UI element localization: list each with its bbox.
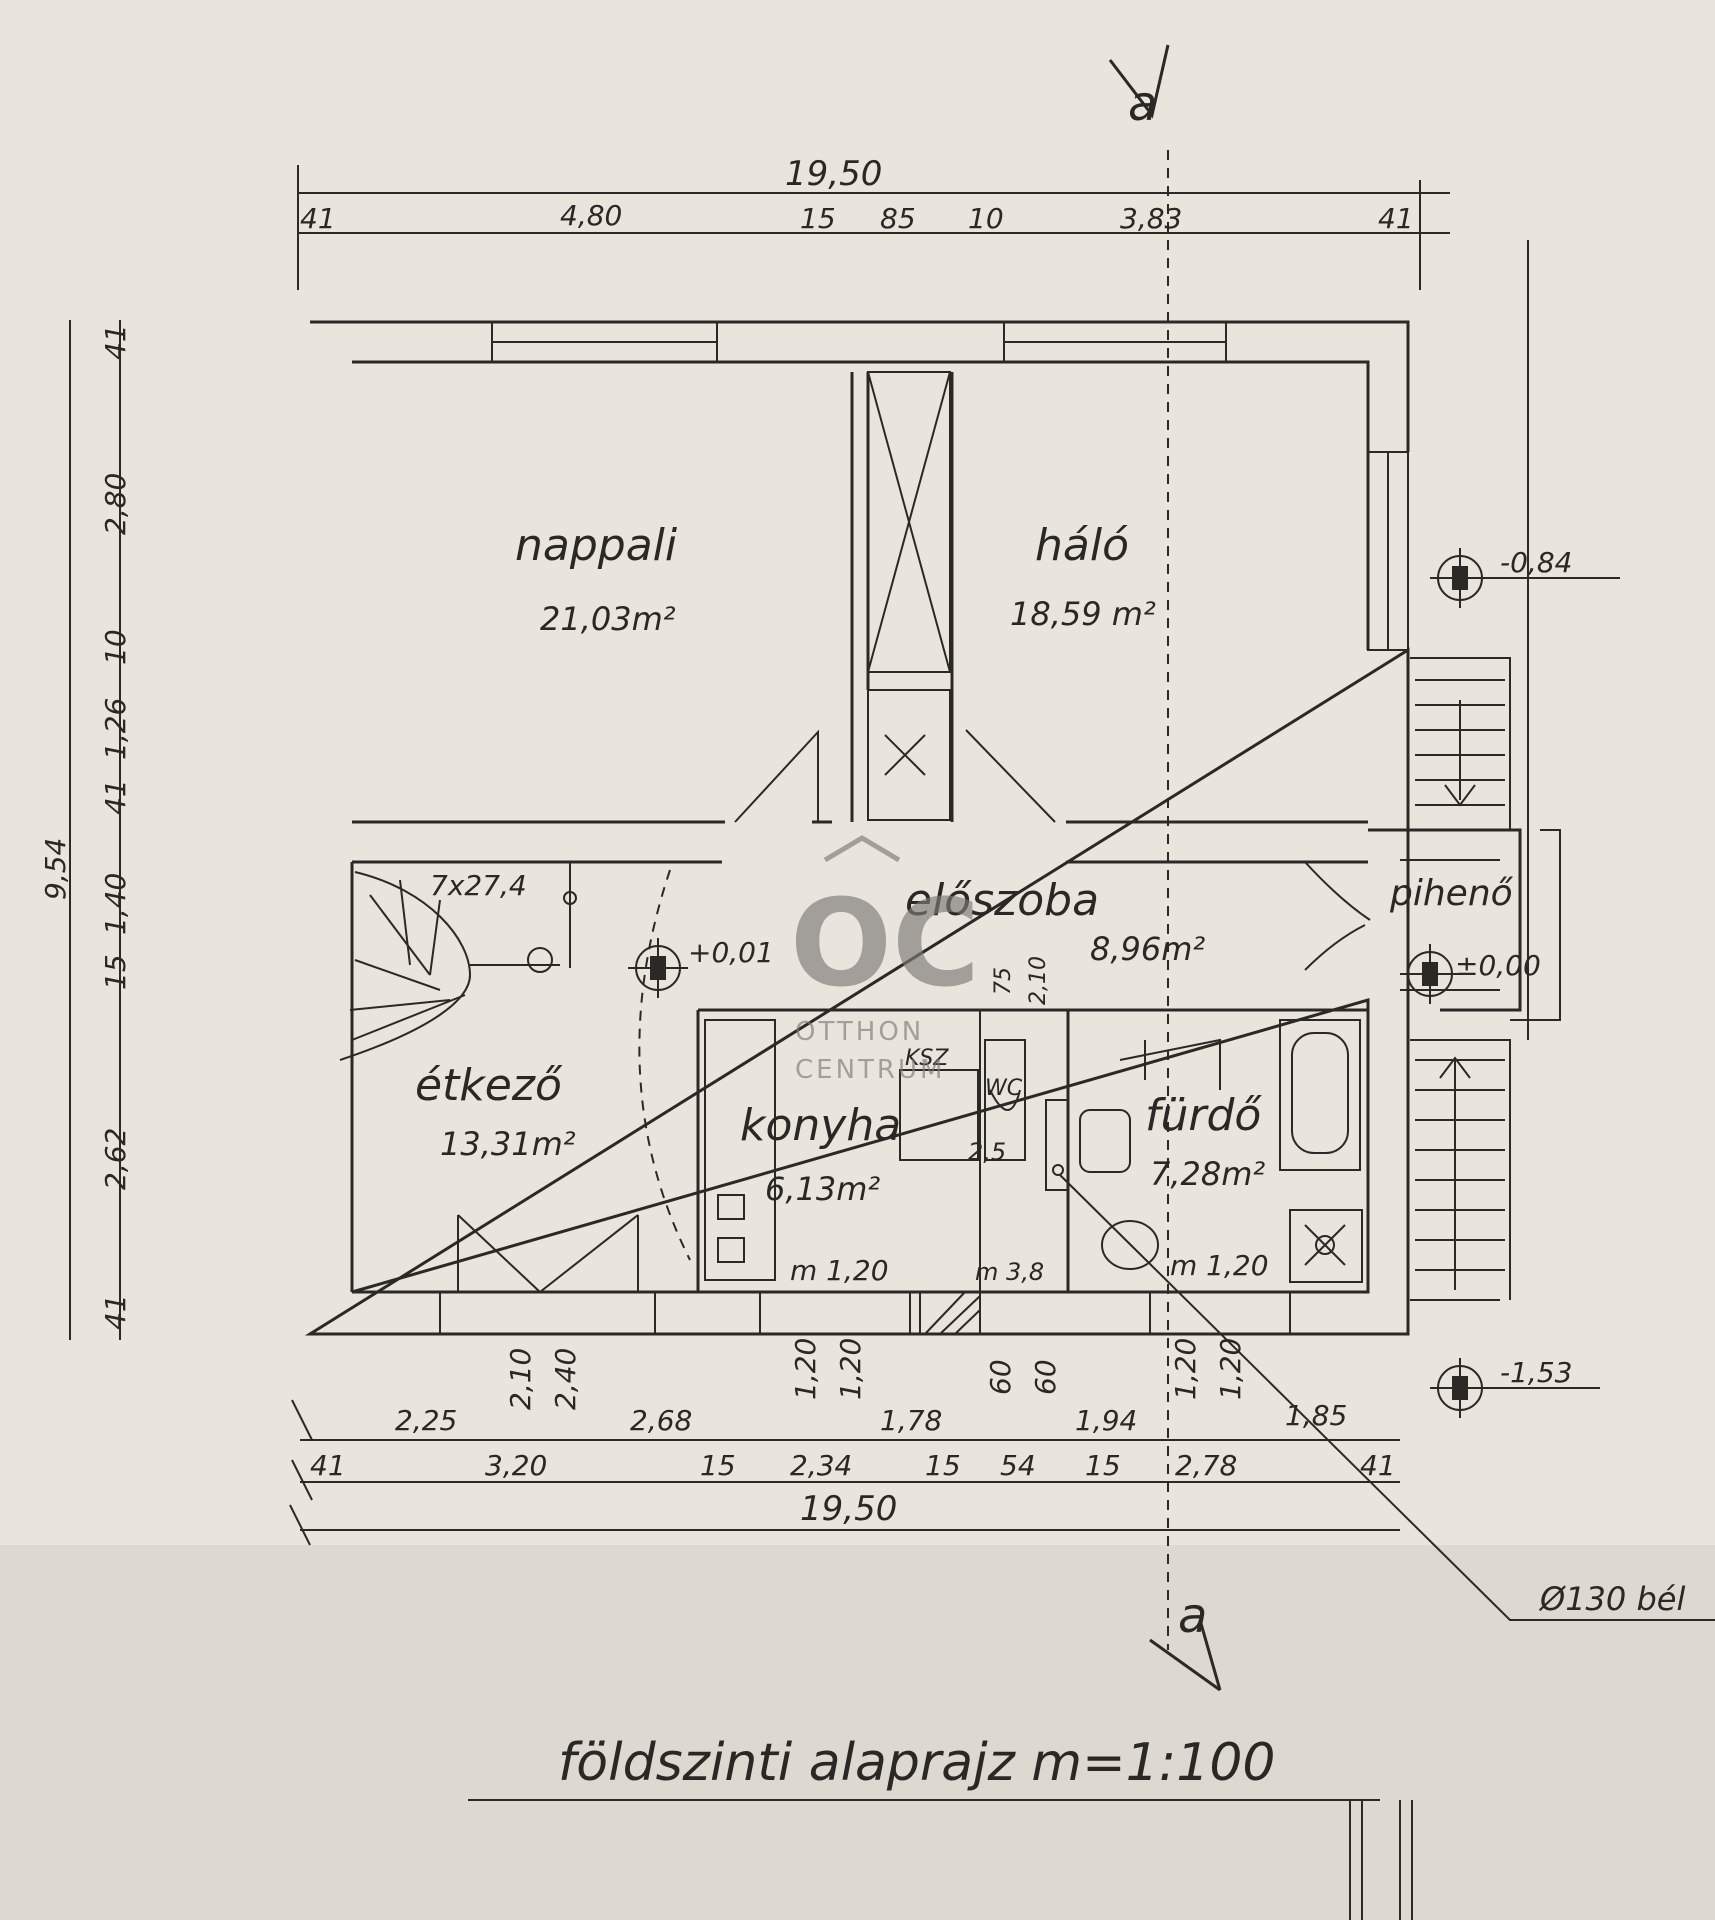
dim-bottom-r2-0: 41 bbox=[310, 1449, 346, 1482]
note-m120b: m 1,20 bbox=[1170, 1249, 1269, 1282]
room-labels: nappali 21,03m² háló 18,59 m² előszoba 8… bbox=[415, 520, 1514, 1208]
dim-height-7: 1,20 bbox=[1214, 1338, 1247, 1400]
dim-height-5: 60 bbox=[1029, 1359, 1062, 1395]
dim-height-4: 60 bbox=[984, 1359, 1017, 1395]
dim-left-3: 1,26 bbox=[99, 698, 132, 760]
dim-bottom-r2-3: 2,34 bbox=[790, 1449, 852, 1482]
paper-fold-band bbox=[0, 1545, 1715, 1920]
dim-height-1: 2,40 bbox=[549, 1348, 582, 1410]
dim-bottom-r2-2: 15 bbox=[700, 1449, 736, 1482]
level-right-bottom: -1,53 bbox=[1500, 1356, 1572, 1389]
door-swings bbox=[457, 729, 1371, 1293]
level-markers bbox=[628, 548, 1620, 1418]
label-furdo: fürdő bbox=[1145, 1090, 1262, 1141]
dim-top-4: 10 bbox=[968, 202, 1004, 235]
dim-left-0: 41 bbox=[99, 324, 132, 360]
dim-bottom-r2-4: 15 bbox=[925, 1449, 961, 1482]
dim-left-1: 2,80 bbox=[99, 473, 132, 535]
section-mark-top: a bbox=[1128, 76, 1157, 132]
label-nappali: nappali bbox=[515, 520, 678, 571]
dim-bottom-total: 19,50 bbox=[800, 1489, 897, 1529]
label-konyha: konyha bbox=[740, 1100, 901, 1151]
section-mark-bottom: a bbox=[1178, 1588, 1207, 1644]
dim-left-total: 9,54 bbox=[39, 838, 72, 900]
label-hallo: háló bbox=[1035, 520, 1129, 571]
watermark-line2: CENTRUM bbox=[795, 1055, 945, 1085]
dim-left-6: 15 bbox=[99, 954, 132, 990]
watermark-logo: OC OTTHON CENTRUM bbox=[790, 835, 980, 1085]
watermark-line1: OTTHON bbox=[795, 1017, 924, 1047]
dim-bottom-r2-7: 2,78 bbox=[1175, 1449, 1237, 1482]
dim-bottom-r2-1: 3,20 bbox=[485, 1449, 547, 1482]
dim-left-4: 41 bbox=[99, 779, 132, 815]
dim-height-2: 1,20 bbox=[789, 1338, 822, 1400]
dim-height-6: 1,20 bbox=[1169, 1338, 1202, 1400]
section-line bbox=[1108, 44, 1222, 1692]
dim-left-8: 41 bbox=[99, 1294, 132, 1330]
note-210: 2,10 bbox=[1026, 956, 1051, 1005]
dim-top-3: 85 bbox=[880, 202, 916, 235]
label-eloszoba: előszoba bbox=[905, 875, 1099, 926]
pipe-line bbox=[1059, 1174, 1715, 1621]
dim-top-6: 41 bbox=[1378, 202, 1414, 235]
dim-top-2: 15 bbox=[800, 202, 836, 235]
dim-top-5: 3,83 bbox=[1120, 202, 1182, 235]
stair-label: 7x27,4 bbox=[430, 869, 527, 902]
dim-height-3: 1,20 bbox=[834, 1338, 867, 1400]
dim-top-0: 41 bbox=[300, 202, 336, 235]
pipe-label: Ø130 bél bbox=[1538, 1580, 1685, 1618]
dim-top-total: 19,50 bbox=[785, 154, 882, 194]
binding-lines bbox=[1349, 1800, 1413, 1920]
dining-stair bbox=[339, 871, 577, 1061]
wc-label: WC bbox=[985, 1076, 1023, 1101]
label-etkezo: étkező bbox=[415, 1060, 563, 1111]
interior-walls bbox=[350, 371, 1522, 1292]
dim-bottom-r1-3: 1,94 bbox=[1075, 1404, 1137, 1437]
dim-bottom-r1-1: 2,68 bbox=[630, 1404, 692, 1437]
dim-top-1: 4,80 bbox=[560, 199, 622, 232]
dim-bottom-r1-2: 1,78 bbox=[880, 1404, 942, 1437]
drawing-title: földszinti alaprajz m=1:100 bbox=[468, 1733, 1380, 1801]
dim-left-5: 1,40 bbox=[99, 873, 132, 935]
area-furdo: 7,28m² bbox=[1150, 1155, 1265, 1193]
dim-bottom-r1-4: 1,85 bbox=[1285, 1399, 1347, 1432]
area-konyha: 6,13m² bbox=[765, 1170, 880, 1208]
area-etkezo: 13,31m² bbox=[440, 1125, 576, 1163]
dim-bottom-r1-0: 2,25 bbox=[395, 1404, 457, 1437]
note-75: 75 bbox=[991, 967, 1016, 995]
watermark-roof-icon bbox=[823, 835, 901, 863]
dim-left-2: 10 bbox=[99, 629, 132, 665]
dim-bottom-r2-5: 54 bbox=[1000, 1449, 1036, 1482]
fixtures bbox=[704, 1019, 1363, 1283]
annotations: +0,01 ±0,00 -0,84 -1,53 7x27,4 Ø130 bél … bbox=[430, 546, 1685, 1618]
ksz-label: KSZ bbox=[905, 1046, 949, 1071]
section-marks: a a bbox=[1128, 76, 1207, 1644]
level-right-top: -0,84 bbox=[1500, 546, 1572, 579]
dim-height-0: 2,10 bbox=[504, 1348, 537, 1410]
dimension-texts: 19,50 41 4,80 15 85 10 3,83 41 9,54 41 2… bbox=[39, 154, 1414, 1529]
area-nappali: 21,03m² bbox=[540, 600, 676, 638]
note-m120a: m 1,20 bbox=[790, 1254, 889, 1287]
dim-left-7: 2,62 bbox=[99, 1128, 132, 1190]
note-m38: m 3,8 bbox=[975, 1258, 1044, 1286]
label-piheno: pihenő bbox=[1389, 873, 1514, 914]
exterior-stairs bbox=[1410, 240, 1561, 1301]
watermark-logo-text: OC bbox=[790, 875, 980, 1014]
dim-bottom-r2-8: 41 bbox=[1360, 1449, 1396, 1482]
level-eloszoba: +0,01 bbox=[688, 936, 774, 969]
dim-bottom-r2-6: 15 bbox=[1085, 1449, 1121, 1482]
outer-walls bbox=[304, 320, 1410, 1336]
area-eloszoba: 8,96m² bbox=[1090, 930, 1205, 968]
dimension-lines bbox=[69, 165, 1450, 1546]
area-hallo: 18,59 m² bbox=[1010, 595, 1156, 633]
level-piheno: ±0,00 bbox=[1455, 949, 1541, 982]
note-25: 2,5 bbox=[968, 1138, 1006, 1166]
title-text: földszinti alaprajz m=1:100 bbox=[558, 1733, 1276, 1793]
